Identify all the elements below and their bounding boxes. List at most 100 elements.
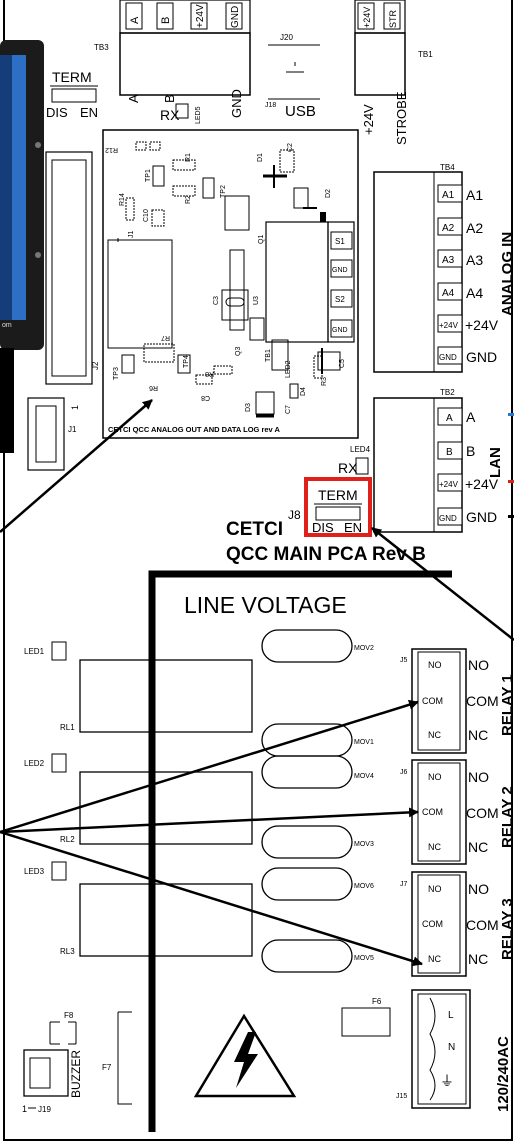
relay3-j: J7	[400, 881, 408, 888]
tb1-pin-strobe: STROBE	[394, 91, 409, 145]
tb2-pin-b: B	[446, 447, 453, 458]
j2-label: J2	[91, 361, 100, 370]
j8-label: J8	[288, 508, 301, 522]
j8-dis: DIS	[312, 520, 334, 535]
relay3-out-com: COM	[466, 917, 499, 933]
lan-label: LAN	[487, 447, 504, 478]
relay2-name: RELAY 2	[499, 786, 514, 848]
lan-red-marker	[508, 480, 514, 483]
relay1-out-no: NO	[468, 657, 489, 673]
relay1-pin-no: NO	[428, 660, 442, 670]
relay3-pin-no: NO	[428, 884, 442, 894]
db-r2: R2	[185, 195, 192, 204]
relay3-mov-bot: MOV5	[354, 955, 374, 962]
tb2: TB2 A B +24V GND A B +24V GND LAN	[373, 388, 514, 533]
bottom-components: F8 F7 BUZZER 1 J19 F6 L N ⏚ J15 120/240A…	[22, 989, 512, 1114]
db-c10: C10	[143, 209, 150, 222]
f7-label: F7	[102, 1063, 112, 1072]
ac-label: 120/240AC	[495, 1036, 512, 1112]
db-terminal-s2: S2	[335, 295, 345, 304]
board-outline	[3, 0, 513, 1141]
relay2-out-nc: NC	[468, 839, 488, 855]
relay2-pin-com: COM	[422, 807, 443, 817]
relay2-rl: RL2	[60, 835, 75, 844]
tb1-label: TB1	[418, 50, 433, 59]
term-highlight-box	[304, 477, 372, 537]
tb2-out-b: B	[466, 443, 475, 459]
relay2-out-com: COM	[466, 805, 499, 821]
lan-blue-marker	[508, 413, 514, 416]
tb1-hdr-str: STR	[388, 9, 398, 28]
tb4-pin-a3: A3	[442, 255, 455, 266]
tb4-pin-24v: +24V	[439, 321, 459, 330]
hdr-24v: +24V	[195, 4, 206, 28]
relay-terminals: J5 NO COM NC NO COM NC RELAY 1 J6 NO COM…	[400, 648, 514, 977]
db-j1: J1	[128, 231, 135, 239]
tb2-out-a: A	[466, 409, 476, 425]
db-d4: D4	[300, 387, 307, 396]
tb1: +24V STR TB1 +24V STROBE	[354, 0, 433, 145]
j8-led: LED4	[350, 445, 371, 454]
pointer-arrows	[0, 399, 514, 967]
db-q1: Q1	[258, 235, 265, 244]
arrow-to-relay3	[0, 830, 423, 967]
j8-en: EN	[344, 520, 362, 535]
tb2-pin-a: A	[446, 413, 453, 424]
tb2-out-24v: +24V	[465, 476, 499, 492]
tb4-out-a2: A2	[466, 220, 483, 236]
tb4-out-gnd: GND	[466, 349, 497, 365]
tb4-out-a4: A4	[466, 285, 483, 301]
relay2-pin-no: NO	[428, 772, 442, 782]
hdr-gnd: GND	[230, 6, 241, 28]
relay1-led: LED1	[24, 647, 45, 656]
tb1-pin-24v: +24V	[361, 104, 376, 135]
hdr-a: A	[129, 16, 141, 24]
relay3-out-no: NO	[468, 881, 489, 897]
term-left-en: EN	[80, 105, 98, 120]
tb3-led: LED5	[195, 106, 202, 124]
j1-one: 1	[70, 405, 80, 410]
relay1-mov-top: MOV2	[354, 645, 374, 652]
j8-term: LED4 RX TERM DIS EN J8	[288, 445, 372, 537]
db-r6: R6	[149, 384, 158, 391]
tb4-label: TB4	[440, 163, 455, 172]
j15-label: J15	[396, 1093, 407, 1100]
db-caption: CETCI QCC ANALOG OUT AND DATA LOG rev A	[108, 425, 281, 434]
db-u3: U3	[253, 296, 260, 305]
tb4-pin-a2: A2	[442, 223, 455, 234]
ac-pin-l: L	[448, 1010, 454, 1021]
external-device: om	[0, 40, 44, 453]
term-left-dis: DIS	[46, 105, 68, 120]
ac-pin-n: N	[448, 1042, 455, 1053]
lan-black-marker	[508, 515, 514, 518]
relay3-mov-top: MOV6	[354, 883, 374, 890]
db-terminal-gnd2: GND	[332, 327, 348, 334]
db-tb1: TB1	[265, 349, 272, 362]
f8-label: F8	[64, 1011, 74, 1020]
relay2-pin-nc: NC	[428, 842, 441, 852]
analog-in-label: ANALOG IN	[499, 232, 514, 316]
relay1-pin-nc: NC	[428, 730, 441, 740]
tb4: TB4 A1 A2 A3 A4 +24V GND A1 A2 A3 A4 +24…	[373, 163, 514, 373]
relay2-j: J6	[400, 769, 408, 776]
ground-icon: ⏚	[440, 1073, 454, 1089]
usb-label: USB	[285, 103, 316, 120]
relay2-mov-bot: MOV3	[354, 841, 374, 848]
db-r8: R8	[205, 370, 214, 377]
db-tp3: TP3	[113, 367, 120, 380]
term-left-title: TERM	[52, 69, 92, 85]
j19-one: 1	[22, 1104, 27, 1114]
relay1-j: J5	[400, 657, 408, 664]
arrow-to-relay2	[0, 807, 419, 834]
board-title-line2: QCC MAIN PCA Rev B	[226, 544, 426, 565]
relay3-led: LED3	[24, 867, 45, 876]
hdr-b: B	[160, 17, 172, 24]
device-label: om	[2, 322, 12, 329]
arrow-to-daughter-board	[0, 399, 153, 533]
db-d3: D3	[245, 403, 252, 412]
db-c8: C8	[201, 394, 210, 401]
relay1-out-com: COM	[466, 693, 499, 709]
relay-section: LED1 LED2 LED3 RL1 RL2 RL3 MOV2 MOV1 MOV…	[24, 629, 374, 973]
tb2-pin-24v: +24V	[439, 480, 459, 489]
relay3-out-nc: NC	[468, 951, 488, 967]
